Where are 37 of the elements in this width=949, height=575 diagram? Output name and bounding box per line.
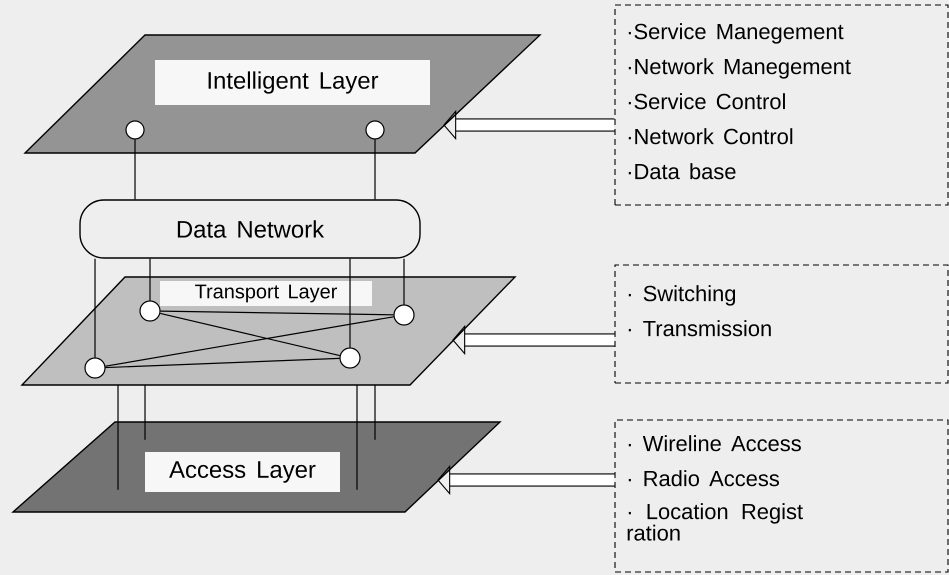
list-box: [614, 4, 949, 206]
junction-circle: [339, 347, 361, 369]
list-item: · Transmission: [628, 320, 771, 336]
junction-circle: [139, 300, 161, 322]
list-item: · Radio Access: [628, 470, 779, 486]
connector-line: [374, 140, 376, 200]
connector-line: [160, 312, 340, 356]
list-item: ·Network Control: [628, 128, 792, 144]
connector-line: [94, 258, 96, 358]
junction-circle: [393, 304, 415, 326]
connector-line: [144, 385, 146, 440]
connector-line: [105, 316, 394, 367]
list-item: · Switching: [628, 285, 736, 306]
connector-line: [356, 385, 358, 490]
list-item: · Wireline Access: [628, 435, 801, 452]
connector-line: [149, 258, 151, 300]
list-item: ·Service Control: [628, 93, 785, 110]
list-box: [614, 419, 949, 573]
list-box: [614, 264, 949, 384]
connector-line: [134, 140, 136, 200]
list-item: · Location Regist ration: [628, 503, 803, 541]
list-item: ·Network Manegement: [628, 58, 851, 79]
layer-label: Transport Layer: [160, 281, 372, 306]
connector-line: [374, 385, 376, 440]
connector-line: [106, 358, 340, 368]
connector-line: [117, 385, 119, 490]
list-item: ·Service Manegement: [628, 23, 844, 44]
junction-circle: [125, 120, 145, 140]
layer-label: Intelligent Layer: [155, 60, 430, 105]
junction-circle: [84, 357, 106, 379]
connector-line: [349, 258, 351, 348]
connector-line: [160, 310, 394, 316]
layer-label: Access Layer: [145, 452, 340, 492]
network-bar: Data Network: [79, 199, 421, 259]
list-item: ·Data base: [628, 163, 736, 180]
junction-circle: [365, 120, 385, 140]
connector-line: [403, 258, 405, 304]
